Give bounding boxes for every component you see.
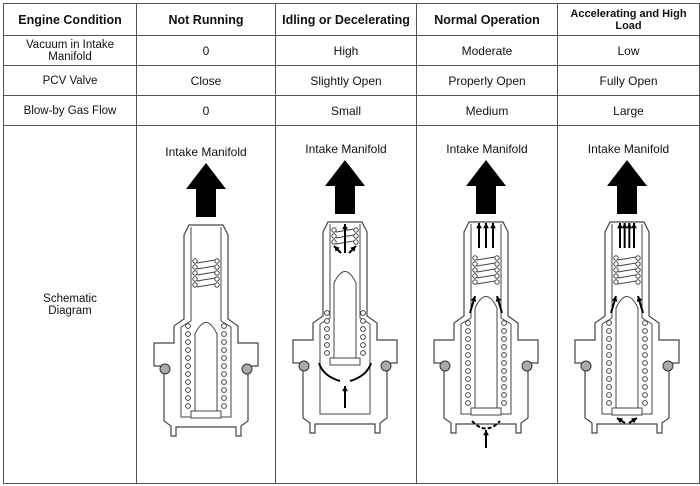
diagram-cell: Intake Manifold	[557, 125, 700, 484]
row-label: Blow-by Gas Flow	[3, 95, 137, 126]
valve-body	[574, 221, 680, 434]
plunger	[333, 271, 357, 359]
o-ring	[580, 360, 592, 372]
header-not-running: Not Running	[136, 3, 276, 36]
cell: Close	[136, 65, 276, 96]
plunger-base	[329, 357, 361, 366]
row-label: Schematic Diagram	[3, 125, 137, 484]
flow-arrow-icon	[186, 163, 226, 217]
pcv-valve-diagram	[574, 160, 680, 434]
plunger-base	[470, 407, 502, 416]
cell: 0	[136, 95, 276, 126]
row-label: Vacuum in Intake Manifold	[3, 35, 137, 66]
diagram-cell: Intake Manifold	[416, 125, 558, 484]
o-ring	[241, 363, 253, 375]
cell: Medium	[416, 95, 558, 126]
cell: Properly Open	[416, 65, 558, 96]
header-normal: Normal Operation	[416, 3, 558, 36]
cell: High	[275, 35, 417, 66]
diagram-cell: Intake Manifold	[136, 125, 276, 484]
o-ring	[380, 360, 392, 372]
plunger	[615, 296, 639, 409]
header-engine-condition: Engine Condition	[3, 3, 137, 36]
plunger	[194, 322, 218, 412]
o-ring	[662, 360, 674, 372]
cell: Low	[557, 35, 700, 66]
cell: 0	[136, 35, 276, 66]
o-ring	[298, 360, 310, 372]
o-ring	[159, 363, 171, 375]
caption: Intake Manifold	[305, 142, 387, 156]
valve-body	[433, 221, 539, 434]
caption: Intake Manifold	[446, 142, 528, 156]
o-ring	[521, 360, 533, 372]
cell: Fully Open	[557, 65, 700, 96]
label-line: Diagram	[48, 304, 92, 317]
valve-body	[153, 224, 259, 437]
flow-arrow-icon	[325, 160, 365, 214]
pcv-valve-diagram	[153, 163, 259, 437]
valve-body	[292, 221, 398, 434]
table-row: Vacuum in Intake Manifold 0 High Moderat…	[3, 35, 700, 66]
row-label: PCV Valve	[3, 65, 137, 96]
caption: Intake Manifold	[587, 142, 670, 156]
header-accelerating: Accelerating and High Load	[557, 3, 700, 36]
cell: Slightly Open	[275, 65, 417, 96]
plunger-base	[190, 410, 222, 419]
cell: Moderate	[416, 35, 558, 66]
flow-arrow-icon	[607, 160, 647, 214]
flow-arrow-icon	[466, 160, 506, 214]
header-row: Engine Condition Not Running Idling or D…	[3, 3, 700, 36]
pcv-valve-table: Engine Condition Not Running Idling or D…	[3, 3, 700, 484]
label-line: Schematic	[43, 292, 97, 305]
plunger	[474, 296, 498, 409]
cell: Large	[557, 95, 700, 126]
diagram-cell: Intake Manifold	[275, 125, 417, 484]
diagram-row: Schematic Diagram Intake Manifold Intake…	[3, 125, 700, 484]
table-row: PCV Valve Close Slightly Open Properly O…	[3, 65, 700, 96]
caption: Intake Manifold	[165, 145, 247, 159]
plunger-base	[611, 407, 643, 416]
pcv-valve-diagram	[433, 160, 539, 448]
header-idling: Idling or Decelerating	[275, 3, 417, 36]
o-ring	[439, 360, 451, 372]
pcv-valve-diagram	[292, 160, 398, 434]
cell: Small	[275, 95, 417, 126]
table-row: Blow-by Gas Flow 0 Small Medium Large	[3, 95, 700, 126]
